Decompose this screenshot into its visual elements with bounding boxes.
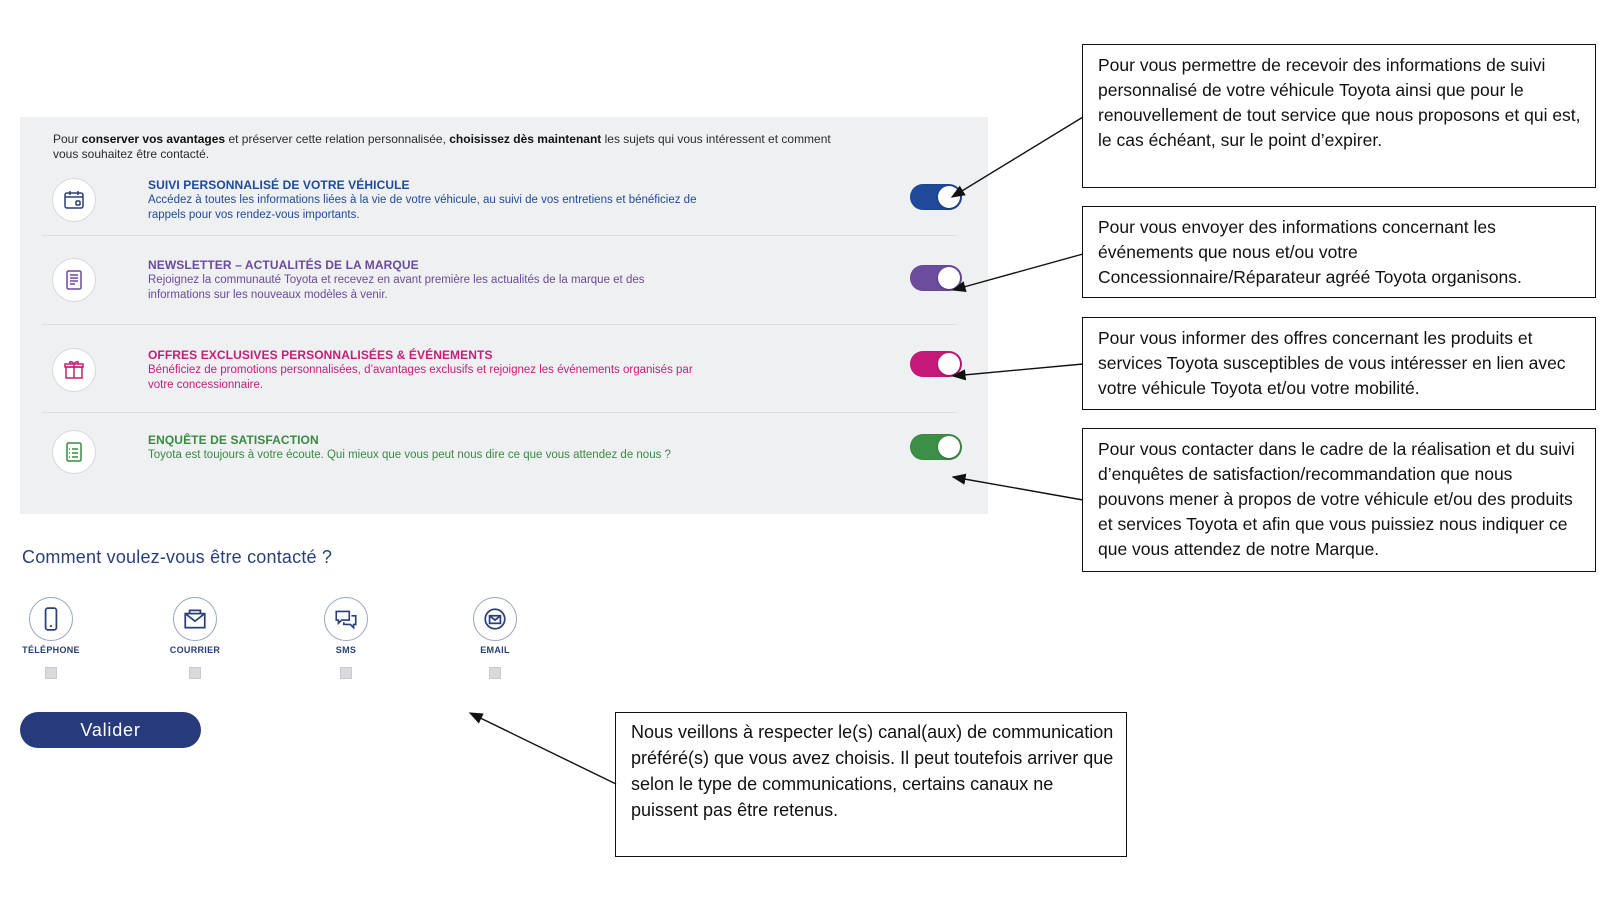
phone-icon — [29, 597, 73, 641]
preferences-panel: Pour conserver vos avantages et préserve… — [20, 117, 988, 514]
validate-button[interactable]: Valider — [20, 712, 201, 748]
intro-part: Pour — [53, 132, 82, 146]
calendar-icon — [52, 178, 96, 222]
topic-title: SUIVI PERSONNALISÉ DE VOTRE VÉHICULE — [148, 178, 410, 192]
arrow-channels — [468, 712, 617, 785]
gift-icon — [52, 348, 96, 392]
channel-label: SMS — [335, 645, 357, 655]
newsletter-icon — [52, 258, 96, 302]
topic-description: Bénéficiez de promotions personnalisées,… — [148, 364, 693, 391]
intro-part: les sujets qui vous intéressent et comme… — [53, 132, 831, 161]
channel-phone: TÉLÉPHONE — [16, 597, 86, 679]
channel-email: EMAIL — [460, 597, 530, 679]
chat-bubbles-icon — [324, 597, 368, 641]
intro-bold-1: conserver vos avantages — [81, 132, 226, 146]
survey-icon — [52, 430, 96, 474]
channel-label: COURRIER — [169, 645, 221, 655]
callout-satisfaction: Pour vous contacter dans le cadre de la … — [1082, 428, 1596, 572]
arrow-vehicle-tracking — [950, 116, 1084, 198]
callout-channels: Nous veillons à respecter le(s) canal(au… — [615, 712, 1127, 857]
callout-events: Pour vous envoyer des informations conce… — [1082, 206, 1596, 298]
topic-description: Toyota est toujours à votre écoute. Qui … — [148, 449, 671, 461]
checkbox-phone[interactable] — [45, 667, 57, 679]
callout-offers: Pour vous informer des offres concernant… — [1082, 317, 1596, 410]
checkbox-sms[interactable] — [340, 667, 352, 679]
email-icon — [473, 597, 517, 641]
toggle-knob — [938, 436, 960, 458]
checkbox-email[interactable] — [489, 667, 501, 679]
callout-vehicle-tracking: Pour vous permettre de recevoir des info… — [1082, 44, 1596, 188]
intro-part: et préserver cette relation personnalisé… — [225, 132, 450, 146]
channel-sms: SMS — [311, 597, 381, 679]
topic-title: ENQUÊTE DE SATISFACTION — [148, 433, 319, 447]
topic-description: Rejoignez la communauté Toyota et receve… — [148, 274, 645, 301]
topic-title: NEWSLETTER – ACTUALITÉS DE LA MARQUE — [148, 258, 419, 272]
channel-label: EMAIL — [480, 645, 510, 655]
checkbox-mail[interactable] — [189, 667, 201, 679]
topic-row-newsletter: NEWSLETTER – ACTUALITÉS DE LA MARQUE Rej… — [42, 235, 962, 325]
topic-description: Accédez à toutes les informations liées … — [148, 194, 697, 221]
contact-question: Comment voulez-vous être contacté ? — [22, 547, 333, 567]
arrow-satisfaction — [951, 473, 1084, 501]
topic-row-exclusive-offers: OFFRES EXCLUSIVES PERSONNALISÉES & ÉVÉNE… — [42, 324, 962, 413]
arrow-offers — [951, 363, 1084, 381]
topic-title: OFFRES EXCLUSIVES PERSONNALISÉES & ÉVÉNE… — [148, 348, 493, 362]
envelope-icon — [173, 597, 217, 641]
channel-mail: COURRIER — [160, 597, 230, 679]
toggle-satisfaction-survey[interactable] — [910, 434, 962, 460]
arrow-events — [951, 253, 1084, 293]
intro-bold-2: choisissez dès maintenant — [449, 132, 602, 146]
topic-row-satisfaction-survey: ENQUÊTE DE SATISFACTION Toyota est toujo… — [42, 412, 962, 502]
channel-label: TÉLÉPHONE — [22, 645, 80, 655]
intro-text: Pour conserver vos avantages et préserve… — [53, 132, 853, 162]
